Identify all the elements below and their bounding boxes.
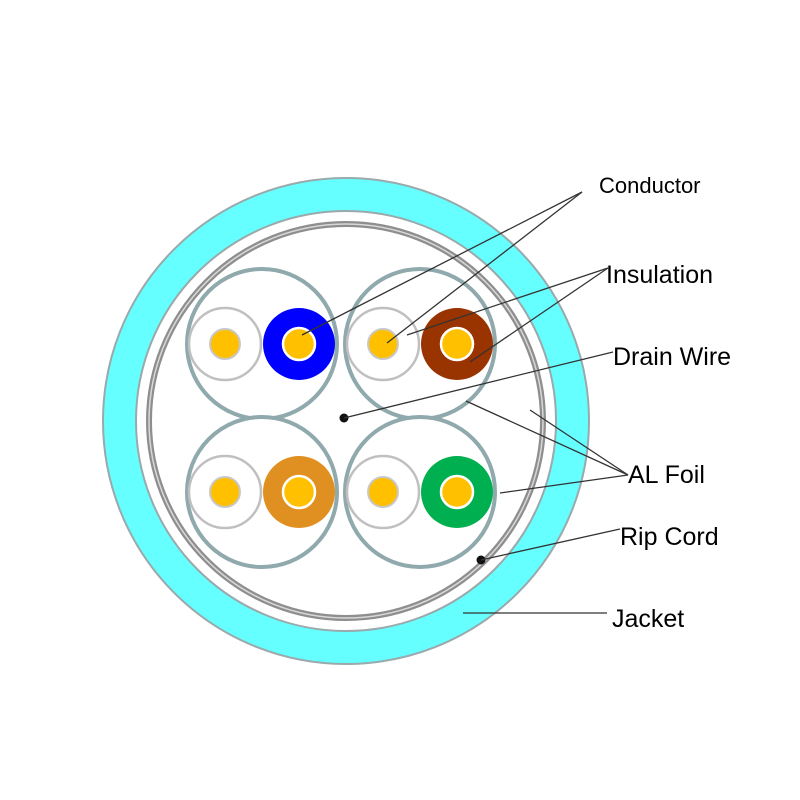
brown-pair-colored-conductor xyxy=(439,326,475,362)
label-jacket: Jacket xyxy=(612,605,684,633)
leader-insulation-1 xyxy=(406,267,609,336)
overall-al-foil-highlight xyxy=(148,223,544,619)
leader-drain-wire xyxy=(343,351,614,419)
leader-al-foil-2 xyxy=(529,409,629,476)
label-insulation: Insulation xyxy=(606,261,713,289)
brown-pair-white-conductor xyxy=(367,328,399,360)
label-drain-wire: Drain Wire xyxy=(613,343,731,371)
leader-conductor-1 xyxy=(301,191,583,336)
twisted-pairs xyxy=(185,267,497,569)
orange-pair-white-conductor xyxy=(209,476,241,508)
label-rip-cord: Rip Cord xyxy=(620,523,719,551)
leader-al-foil-1 xyxy=(465,400,629,476)
orange-pair-colored-conductor xyxy=(281,474,317,510)
leader-conductor-2 xyxy=(386,191,583,344)
blue-pair-colored-conductor xyxy=(281,326,317,362)
label-al-foil: AL Foil xyxy=(628,461,705,489)
label-conductor: Conductor xyxy=(599,173,701,198)
leader-insulation-2 xyxy=(469,267,609,363)
green-pair-white-conductor xyxy=(367,476,399,508)
leader-al-foil-3 xyxy=(499,474,629,494)
leader-lines xyxy=(301,191,629,614)
leader-rip-cord xyxy=(480,528,621,561)
green-pair-colored-conductor xyxy=(439,474,475,510)
blue-pair-white-conductor xyxy=(209,328,241,360)
